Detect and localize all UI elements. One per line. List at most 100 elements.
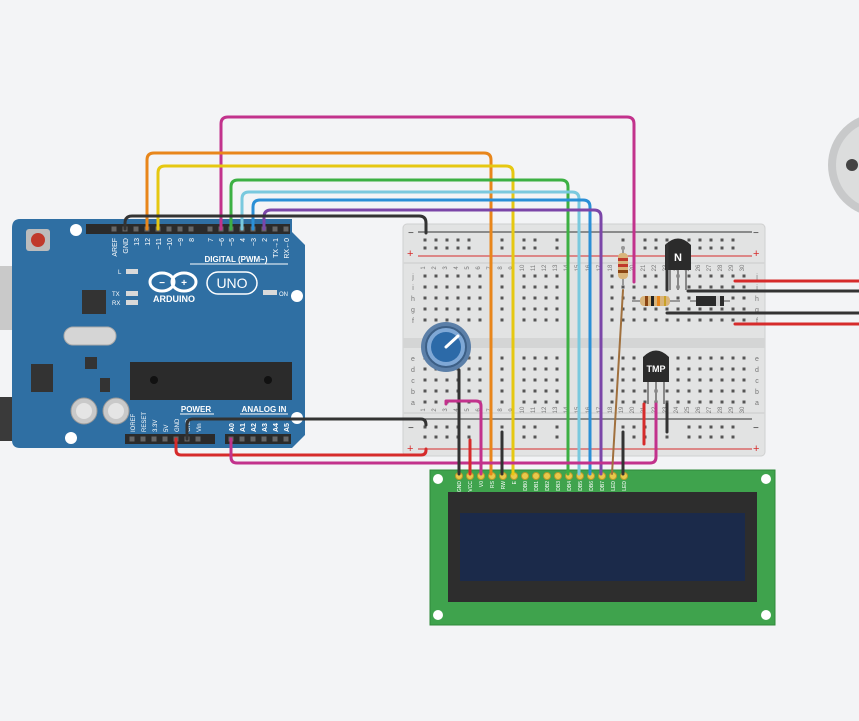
- breadboard-hole[interactable]: [654, 238, 658, 242]
- npn-transistor[interactable]: N: [665, 238, 691, 291]
- breadboard-hole[interactable]: [555, 378, 559, 382]
- wire-brown-lcd-led[interactable]: [611, 289, 624, 475]
- lcd-pin[interactable]: [521, 472, 529, 480]
- breadboard-hole[interactable]: [709, 356, 713, 360]
- breadboard-hole[interactable]: [544, 367, 548, 371]
- breadboard-hole[interactable]: [500, 356, 504, 360]
- breadboard-hole[interactable]: [709, 425, 713, 429]
- breadboard-hole[interactable]: [687, 435, 691, 439]
- digital-pin[interactable]: [133, 226, 139, 232]
- resistor-vertical[interactable]: [618, 247, 628, 286]
- breadboard-hole[interactable]: [676, 389, 680, 393]
- breadboard-hole[interactable]: [533, 274, 537, 278]
- breadboard-hole[interactable]: [544, 285, 548, 289]
- breadboard-hole[interactable]: [632, 425, 636, 429]
- breadboard-hole[interactable]: [500, 378, 504, 382]
- breadboard-hole[interactable]: [555, 400, 559, 404]
- breadboard-hole[interactable]: [522, 307, 526, 311]
- power-pin[interactable]: [151, 436, 157, 442]
- breadboard-hole[interactable]: [720, 378, 724, 382]
- breadboard-hole[interactable]: [665, 238, 669, 242]
- breadboard-hole[interactable]: [445, 425, 449, 429]
- breadboard-hole[interactable]: [632, 296, 636, 300]
- breadboard-hole[interactable]: [478, 389, 482, 393]
- breadboard-hole[interactable]: [720, 389, 724, 393]
- breadboard-hole[interactable]: [544, 274, 548, 278]
- breadboard-hole[interactable]: [544, 318, 548, 322]
- breadboard-hole[interactable]: [698, 285, 702, 289]
- breadboard-hole[interactable]: [423, 435, 427, 439]
- breadboard-hole[interactable]: [467, 378, 471, 382]
- breadboard-hole[interactable]: [720, 425, 724, 429]
- breadboard-hole[interactable]: [500, 296, 504, 300]
- breadboard-hole[interactable]: [643, 285, 647, 289]
- temperature-sensor[interactable]: TMP: [643, 350, 669, 405]
- breadboard-hole[interactable]: [533, 238, 537, 242]
- breadboard-hole[interactable]: [621, 425, 625, 429]
- breadboard-hole[interactable]: [522, 425, 526, 429]
- breadboard-hole[interactable]: [423, 367, 427, 371]
- breadboard-hole[interactable]: [665, 400, 669, 404]
- breadboard-hole[interactable]: [500, 400, 504, 404]
- breadboard-hole[interactable]: [698, 307, 702, 311]
- breadboard-hole[interactable]: [478, 356, 482, 360]
- wire-yellow[interactable]: [156, 164, 515, 476]
- breadboard-hole[interactable]: [478, 285, 482, 289]
- breadboard-hole[interactable]: [434, 425, 438, 429]
- breadboard-hole[interactable]: [720, 285, 724, 289]
- breadboard-hole[interactable]: [423, 378, 427, 382]
- analog-pin[interactable]: [283, 436, 289, 442]
- breadboard-hole[interactable]: [621, 389, 625, 393]
- analog-pin[interactable]: [261, 436, 267, 442]
- breadboard-hole[interactable]: [731, 296, 735, 300]
- breadboard-hole[interactable]: [522, 435, 526, 439]
- breadboard-hole[interactable]: [643, 400, 647, 404]
- breadboard-hole[interactable]: [610, 378, 614, 382]
- breadboard-hole[interactable]: [423, 238, 427, 242]
- breadboard-hole[interactable]: [434, 274, 438, 278]
- breadboard-hole[interactable]: [632, 400, 636, 404]
- breadboard-hole[interactable]: [456, 285, 460, 289]
- breadboard-hole[interactable]: [555, 274, 559, 278]
- breadboard-hole[interactable]: [500, 389, 504, 393]
- breadboard-hole[interactable]: [698, 425, 702, 429]
- breadboard-hole[interactable]: [522, 238, 526, 242]
- resistor-horizontal[interactable]: [632, 296, 680, 306]
- breadboard-hole[interactable]: [467, 285, 471, 289]
- power-pin[interactable]: [162, 436, 168, 442]
- breadboard-hole[interactable]: [610, 389, 614, 393]
- reset-button-cap[interactable]: [31, 233, 45, 247]
- breadboard-hole[interactable]: [720, 307, 724, 311]
- breadboard-hole[interactable]: [522, 356, 526, 360]
- breadboard-hole[interactable]: [445, 307, 449, 311]
- breadboard-hole[interactable]: [621, 307, 625, 311]
- breadboard-hole[interactable]: [621, 318, 625, 322]
- breadboard-hole[interactable]: [610, 356, 614, 360]
- breadboard-hole[interactable]: [533, 318, 537, 322]
- breadboard-hole[interactable]: [533, 389, 537, 393]
- breadboard-hole[interactable]: [742, 356, 746, 360]
- breadboard-hole[interactable]: [555, 425, 559, 429]
- breadboard-hole[interactable]: [654, 285, 658, 289]
- lcd-pin[interactable]: [532, 472, 540, 480]
- breadboard-hole[interactable]: [500, 285, 504, 289]
- breadboard-hole[interactable]: [665, 435, 669, 439]
- breadboard-hole[interactable]: [478, 378, 482, 382]
- breadboard-hole[interactable]: [434, 435, 438, 439]
- breadboard-hole[interactable]: [709, 435, 713, 439]
- breadboard-hole[interactable]: [687, 285, 691, 289]
- breadboard-hole[interactable]: [423, 307, 427, 311]
- breadboard-hole[interactable]: [709, 307, 713, 311]
- breadboard-hole[interactable]: [742, 296, 746, 300]
- wire-magenta-top[interactable]: [219, 115, 636, 284]
- breadboard-hole[interactable]: [687, 378, 691, 382]
- wire-purple[interactable]: [262, 208, 603, 476]
- breadboard-hole[interactable]: [522, 389, 526, 393]
- breadboard-hole[interactable]: [610, 318, 614, 322]
- breadboard-hole[interactable]: [731, 238, 735, 242]
- breadboard-hole[interactable]: [731, 400, 735, 404]
- breadboard-hole[interactable]: [720, 274, 724, 278]
- breadboard-hole[interactable]: [665, 389, 669, 393]
